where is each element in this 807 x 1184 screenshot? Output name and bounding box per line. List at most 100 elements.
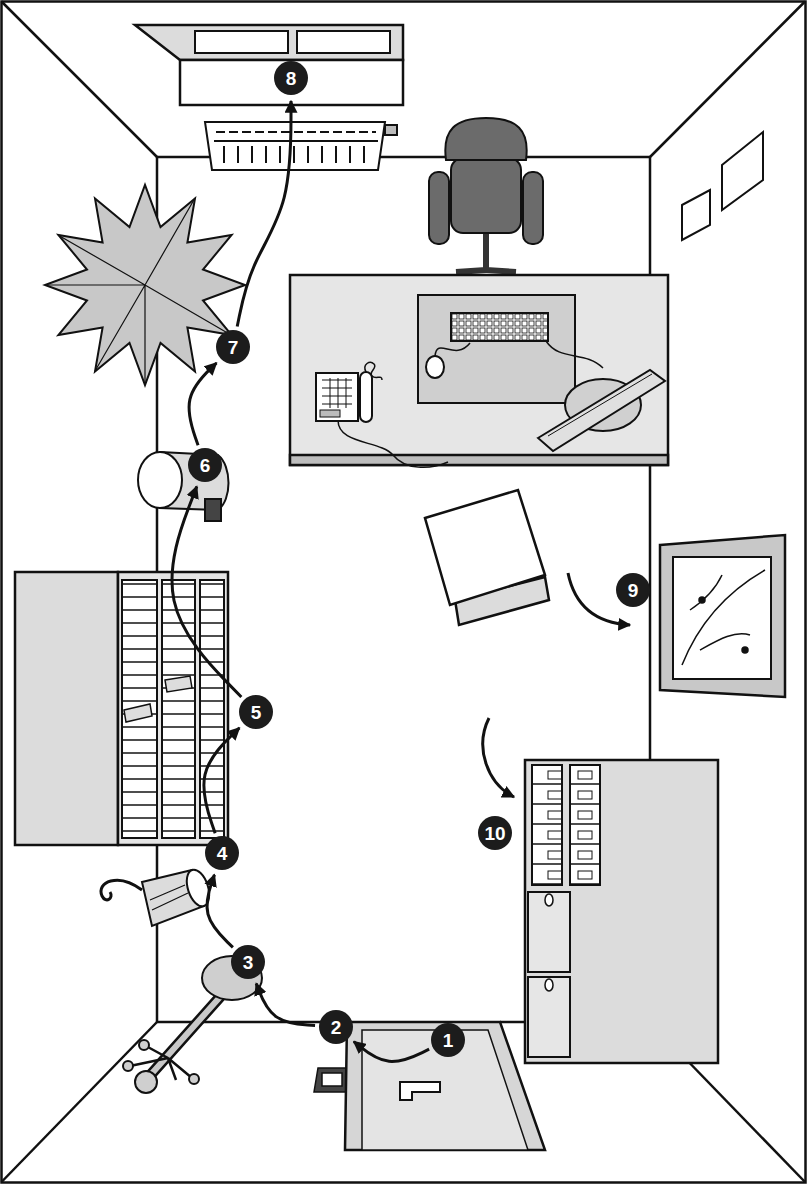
desk xyxy=(338,420,448,467)
callout-number: 9 xyxy=(628,581,639,600)
callout-number: 10 xyxy=(484,824,505,843)
office-chair xyxy=(523,172,543,244)
floor-item xyxy=(314,1068,350,1092)
filing-cabinet xyxy=(528,892,570,972)
callout-circle: 3 xyxy=(231,945,265,979)
window xyxy=(180,60,403,105)
bookshelf xyxy=(118,572,228,845)
route-arrow xyxy=(354,1042,429,1062)
callout-circle: 1 xyxy=(431,1023,465,1057)
radiator xyxy=(205,122,385,170)
wall-pictures xyxy=(722,132,763,210)
desk xyxy=(322,378,352,408)
wall-pictures xyxy=(682,132,763,240)
route-arrow xyxy=(237,101,291,326)
radiator xyxy=(385,125,397,135)
radiator xyxy=(214,140,378,142)
filing-cabinet xyxy=(528,977,570,1057)
bookshelf xyxy=(15,572,228,845)
door xyxy=(362,1030,528,1150)
desk xyxy=(451,313,548,341)
room-walls xyxy=(650,2,805,158)
waste-bin xyxy=(138,452,182,508)
pointer-arrow xyxy=(483,573,630,797)
desk xyxy=(320,410,340,417)
desk xyxy=(360,372,372,422)
callout-number: 4 xyxy=(217,844,228,863)
room-walls xyxy=(2,1022,158,1182)
callout-number: 8 xyxy=(286,69,297,88)
computer xyxy=(425,490,549,625)
desk xyxy=(290,275,668,465)
radiator xyxy=(216,131,376,133)
desk xyxy=(290,455,668,465)
coat-stand xyxy=(123,1061,133,1071)
desk xyxy=(316,373,358,421)
umbrella-stand xyxy=(150,885,188,910)
window xyxy=(297,31,390,53)
route-arrow xyxy=(204,728,240,833)
office-chair xyxy=(451,158,521,233)
waste-bin xyxy=(205,499,221,521)
callout-circle: 4 xyxy=(205,836,239,870)
route-arrow xyxy=(189,363,216,445)
desk xyxy=(365,362,382,380)
bookshelf xyxy=(124,704,152,722)
filing-cabinet xyxy=(525,760,718,1063)
callout-circle: 2 xyxy=(319,1010,353,1044)
callout-number: 7 xyxy=(228,338,239,357)
filing-cabinet xyxy=(545,979,553,991)
window xyxy=(135,25,403,105)
route-arrow xyxy=(172,486,241,696)
coat-stand xyxy=(135,1071,157,1093)
radiator xyxy=(205,122,397,170)
desk xyxy=(290,275,668,467)
office-chair xyxy=(429,118,543,272)
callout-circle: 7 xyxy=(216,330,250,364)
callout-circle: 10 xyxy=(478,816,512,850)
door xyxy=(400,1082,440,1100)
office-chair xyxy=(456,230,516,272)
desk xyxy=(435,341,603,368)
callout-number: 5 xyxy=(251,703,262,722)
bookshelf xyxy=(15,572,118,845)
floor-item xyxy=(322,1073,342,1086)
potted-plant xyxy=(45,198,231,385)
wall-pictures xyxy=(682,190,710,240)
umbrella-stand xyxy=(101,880,142,900)
potted-plant xyxy=(45,185,245,385)
coat-stand xyxy=(146,988,228,1080)
framed-picture xyxy=(700,598,705,603)
potted-plant xyxy=(45,185,245,385)
door xyxy=(345,1022,545,1150)
framed-picture xyxy=(743,648,748,653)
window xyxy=(195,31,288,53)
callout-number: 1 xyxy=(443,1031,454,1050)
framed-picture xyxy=(682,570,765,665)
callout-circle: 8 xyxy=(274,61,308,95)
window xyxy=(135,25,403,60)
bookshelf xyxy=(165,676,192,692)
desk xyxy=(538,370,665,451)
callout-circle: 9 xyxy=(616,573,650,607)
filing-cabinet xyxy=(532,765,562,885)
bookshelf xyxy=(122,580,157,838)
route-arrow xyxy=(256,983,315,1025)
coat-stand xyxy=(139,1040,149,1050)
filing-cabinet xyxy=(525,760,718,1063)
desk xyxy=(426,356,444,378)
route-arrow xyxy=(207,875,233,948)
office-chair xyxy=(429,172,449,244)
coat-stand xyxy=(146,988,228,1080)
umbrella-stand xyxy=(101,867,213,926)
bookshelf xyxy=(200,580,224,838)
filing-cabinet xyxy=(545,894,553,906)
radiator xyxy=(224,146,364,163)
floor-item xyxy=(314,1068,350,1092)
